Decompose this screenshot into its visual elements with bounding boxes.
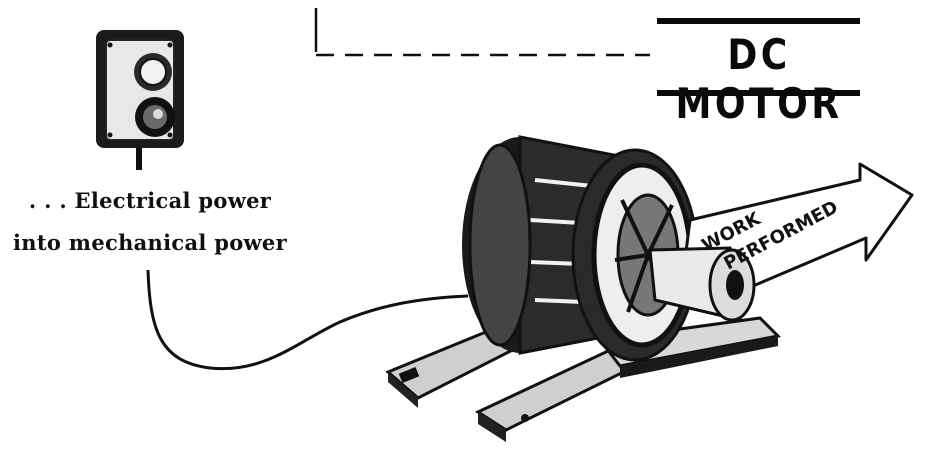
title-rule-top — [657, 18, 860, 24]
caption-line-1: . . . Electrical power — [0, 188, 300, 213]
power-cable — [148, 270, 468, 369]
leader-line — [316, 8, 650, 55]
caption-line-2: into mechanical power — [0, 230, 300, 255]
switch-box — [96, 30, 184, 170]
diagram-title: DC MOTOR — [667, 30, 851, 128]
